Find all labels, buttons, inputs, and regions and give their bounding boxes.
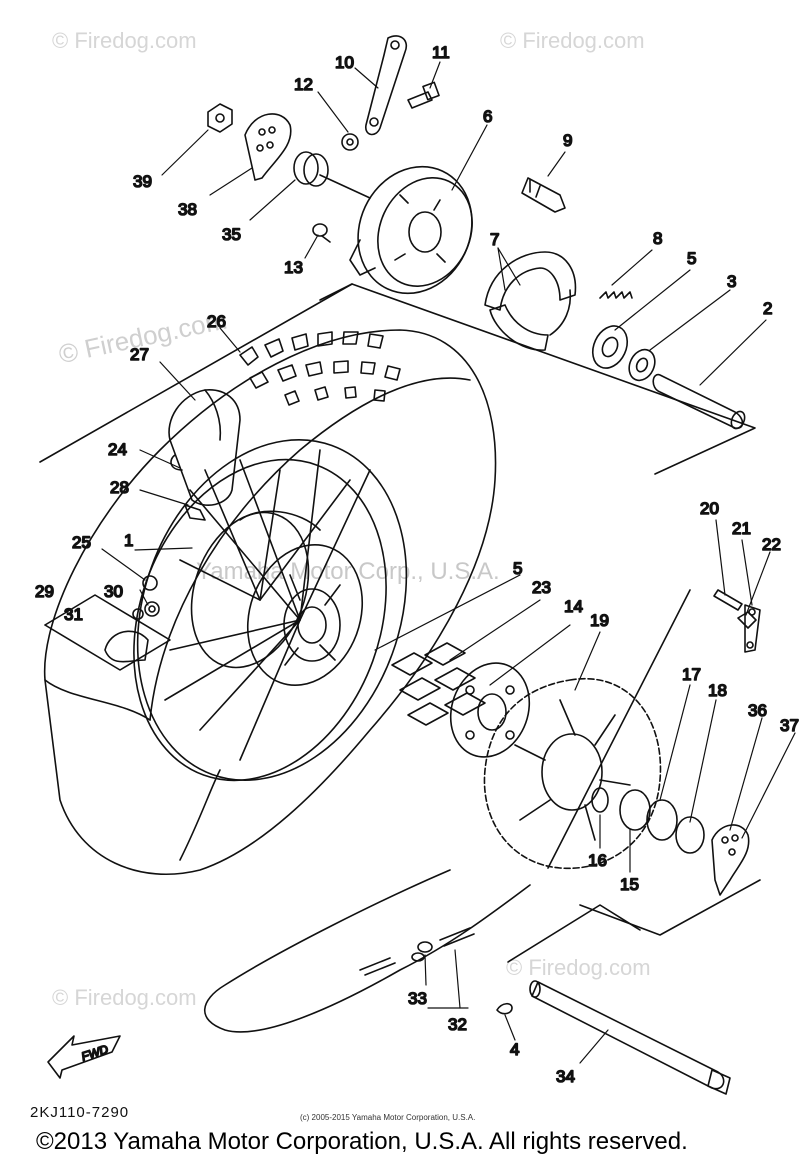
spring: [599, 291, 633, 299]
callout-29: 29: [35, 582, 54, 601]
callout-12: 12: [294, 75, 313, 94]
sprocket-group-outline: [547, 589, 761, 936]
callout-38: 38: [178, 200, 197, 219]
locknut: [207, 103, 233, 133]
valve-cap: [142, 575, 158, 591]
callout-8: 8: [653, 229, 662, 248]
callout-9: 9: [563, 131, 572, 150]
rear-axle: [507, 904, 731, 1095]
callout-28: 28: [110, 478, 129, 497]
chain-puller-right: [711, 824, 750, 896]
collar: [628, 348, 656, 382]
callout-1: 1: [124, 531, 133, 550]
adjuster-nut: [737, 611, 757, 629]
drive-chain: [204, 869, 531, 1033]
callout-21: 21: [732, 519, 751, 538]
bearing-lower-group: [591, 787, 705, 854]
callout-16: 16: [588, 851, 607, 870]
nut: [341, 133, 359, 151]
callout-13: 13: [284, 258, 303, 277]
callout-25: 25: [72, 533, 91, 552]
callout-31: 31: [64, 605, 83, 624]
callout-32: 32: [448, 1015, 467, 1034]
fwd-arrow: FWD: [47, 1035, 121, 1079]
callout-34: 34: [556, 1067, 575, 1086]
bearing-upper: [591, 325, 629, 369]
master-link-clip: [496, 1002, 513, 1015]
axle-line-upper: [319, 174, 371, 199]
oil-seal: [293, 151, 329, 187]
callout-labels: 1 2 3 4 5 5 6 7 8 9 10 11 12 13 14 15 16…: [34, 42, 800, 1087]
callout-11: 11: [432, 43, 450, 62]
watermark-bottom-right: © Firedog.com: [506, 955, 651, 980]
hub: [190, 510, 364, 687]
callout-22: 22: [762, 535, 781, 554]
callout-23: 23: [532, 578, 551, 597]
hub-dampers: [391, 642, 486, 726]
leader-lines: [101, 61, 796, 1064]
diagram-code: 2KJ110-7290: [30, 1104, 130, 1121]
callout-33: 33: [408, 989, 427, 1008]
bolt: [407, 81, 440, 109]
callout-30: 30: [104, 582, 123, 601]
callout-6: 6: [483, 107, 492, 126]
callout-27: 27: [130, 345, 149, 364]
small-copyright: (c) 2005-2015 Yamaha Motor Corporation, …: [300, 1113, 476, 1122]
copyright-footer: ©2013 Yamaha Motor Corporation, U.S.A. A…: [36, 1128, 688, 1155]
brake-group-outline: [39, 283, 756, 475]
watermark-top-right: © Firedog.com: [500, 28, 645, 53]
callout-4: 4: [510, 1040, 519, 1059]
watermark-center: Yamaha Motor Corp., U.S.A.: [196, 558, 500, 585]
callout-14: 14: [564, 597, 583, 616]
callout-19: 19: [590, 611, 609, 630]
callout-3: 3: [727, 272, 736, 291]
callout-24: 24: [108, 440, 127, 459]
callout-36: 36: [748, 701, 767, 720]
rim-lock: [104, 630, 149, 663]
rim-lock-group-outline: [44, 594, 171, 671]
callout-20: 20: [700, 499, 719, 518]
callout-17: 17: [682, 665, 701, 684]
drive-sprocket: [483, 677, 662, 870]
callout-26: 26: [207, 312, 226, 331]
callout-18: 18: [708, 681, 727, 700]
axle-spacer: [652, 373, 746, 430]
chain-joint: [411, 941, 433, 962]
camshaft: [521, 177, 566, 213]
brake-shoes: [484, 251, 577, 351]
rim-and-spokes: [133, 439, 408, 782]
bolt-13: [312, 223, 331, 243]
callout-37: 37: [780, 716, 799, 735]
callout-15: 15: [620, 875, 639, 894]
callout-5-upper: 5: [687, 249, 696, 268]
watermark-bottom-left: © Firedog.com: [52, 985, 197, 1010]
sprocket-hub: [449, 662, 531, 758]
tire: [43, 329, 497, 875]
valve-nut: [144, 601, 160, 617]
brake-plate: [349, 165, 473, 295]
tension-bar: [365, 35, 407, 136]
callout-10: 10: [335, 53, 354, 72]
valve-washer: [132, 608, 144, 620]
watermark-top-left: © Firedog.com: [52, 28, 197, 53]
adjusting-bolt: [713, 589, 743, 611]
chain-puller-left: [244, 113, 292, 181]
callout-7: 7: [490, 230, 499, 249]
callout-2: 2: [763, 299, 772, 318]
callout-5-lower: 5: [513, 559, 522, 578]
callout-39: 39: [133, 172, 152, 191]
fwd-label: FWD: [80, 1042, 111, 1064]
callout-35: 35: [222, 225, 241, 244]
